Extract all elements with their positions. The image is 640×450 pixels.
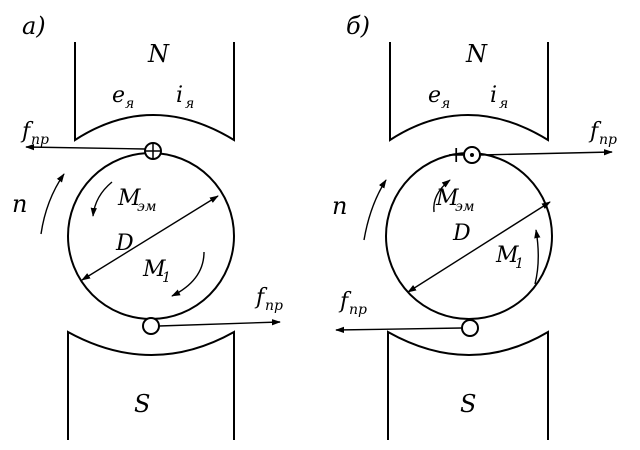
svg-text:пр: пр	[349, 302, 367, 318]
torque-load-arc-a	[171, 251, 205, 297]
conductor-dot-b	[470, 153, 474, 157]
panel-tag-a: а)	[22, 12, 46, 40]
torque-em-arc-a	[90, 181, 113, 217]
svg-text:пр: пр	[599, 132, 617, 148]
north-pole-shoe-a	[74, 42, 235, 142]
svg-text:M: M	[495, 243, 519, 268]
diameter-label-b: D	[452, 221, 471, 246]
force-label-top-b: f пр	[588, 119, 617, 148]
north-label-a: N	[147, 40, 170, 68]
svg-text:e: e	[428, 83, 441, 108]
panel-b	[335, 42, 613, 440]
svg-text:я: я	[499, 96, 508, 112]
panel-a	[25, 42, 281, 440]
force-arrow-top-a	[25, 143, 146, 151]
force-label-top-a: f пр	[20, 119, 49, 148]
torque-load-label-b: M 1	[495, 243, 524, 272]
force-label-bottom-b: f пр	[338, 289, 367, 318]
force-arrow-top-b	[479, 149, 613, 156]
plus-sign-b: +	[447, 143, 465, 168]
emf-label-b: e я	[428, 83, 450, 112]
north-label-b: N	[465, 40, 488, 68]
svg-text:e: e	[112, 83, 125, 108]
torque-em-label-a: M эм	[117, 186, 156, 215]
speed-label-a: n	[12, 190, 27, 218]
svg-text:i: i	[490, 83, 497, 108]
south-label-a: S	[134, 390, 150, 418]
svg-text:M: M	[142, 257, 166, 282]
svg-text:M: M	[435, 186, 459, 211]
svg-text:1: 1	[515, 256, 524, 272]
svg-text:эм: эм	[455, 199, 474, 215]
svg-text:1: 1	[162, 270, 171, 286]
svg-text:я: я	[125, 96, 134, 112]
torque-load-arc-b	[534, 229, 541, 285]
south-pole-shoe-b	[387, 330, 549, 440]
current-label-b: i я	[490, 83, 508, 112]
emf-label-a: e я	[112, 83, 134, 112]
diameter-arrow-a	[81, 195, 219, 281]
svg-text:пр: пр	[31, 132, 49, 148]
torque-load-label-a: M 1	[142, 257, 171, 286]
north-pole-shoe-b	[389, 42, 549, 142]
force-label-bottom-a: f пр	[254, 285, 283, 314]
south-pole-shoe-a	[67, 330, 235, 440]
svg-text:M: M	[117, 186, 141, 211]
speed-label-b: n	[332, 192, 347, 220]
svg-text:пр: пр	[265, 298, 283, 314]
bottom-conductor-b	[461, 319, 479, 337]
diameter-arrow-b	[407, 201, 551, 293]
diameter-label-a: D	[115, 231, 134, 256]
rotation-arrow-a	[40, 173, 65, 235]
svg-text:я: я	[441, 96, 450, 112]
current-label-a: i я	[176, 83, 194, 112]
bottom-conductor-a	[142, 317, 160, 335]
south-label-b: S	[460, 390, 476, 418]
panel-tag-b: б)	[346, 12, 370, 40]
force-arrow-bottom-b	[335, 326, 463, 334]
svg-text:я: я	[185, 96, 194, 112]
rotor-circle-a	[67, 152, 235, 320]
rotation-arrow-b	[363, 179, 387, 241]
torque-em-label-b: M эм	[435, 186, 474, 215]
torque-em-arc-b	[433, 179, 451, 213]
svg-text:эм: эм	[137, 199, 156, 215]
force-arrow-bottom-a	[158, 319, 281, 327]
svg-text:i: i	[176, 83, 183, 108]
